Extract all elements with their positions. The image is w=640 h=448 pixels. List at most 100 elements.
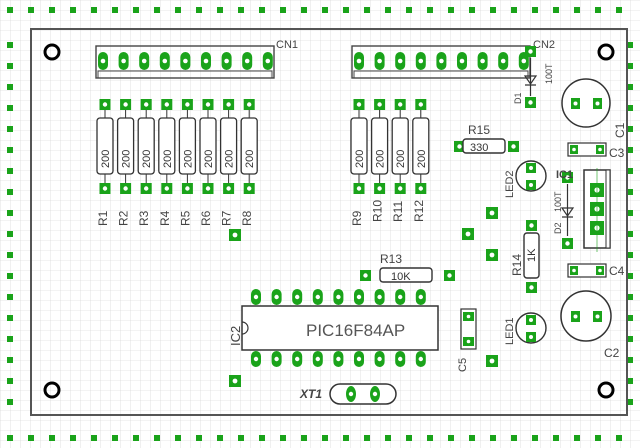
led-led2-pad-hole	[529, 183, 533, 187]
crystal-xt1-label: XT1	[299, 387, 322, 401]
resistor-r15-label: R15	[468, 123, 490, 137]
resistor-label: R2	[117, 210, 131, 226]
resistor-body	[137, 117, 155, 175]
resistor-pad-hole	[377, 102, 382, 107]
capacitor-c4[interactable]: C4	[567, 263, 625, 278]
crystal-xt1[interactable]: XT1	[299, 383, 397, 405]
capacitor-c1[interactable]: C1	[561, 78, 627, 138]
diode-d1[interactable]: 100T D1	[513, 46, 554, 108]
edge-pad-top	[196, 7, 202, 13]
edge-pad-bottom	[511, 435, 517, 441]
connector-pin-hole	[244, 58, 250, 64]
edge-pad-right	[627, 273, 633, 279]
edge-pad-left	[7, 273, 13, 279]
connector-pin-hole	[100, 58, 106, 64]
chip-pin-hole	[398, 294, 403, 300]
resistor-body	[96, 117, 114, 175]
edge-pad-top	[301, 7, 307, 13]
capacitor-c1-pad-hole	[573, 101, 578, 106]
resistor-pad-hole	[418, 102, 423, 107]
resistor-r14-pad-hole	[529, 285, 534, 290]
edge-pad-top	[574, 7, 580, 13]
edge-pad-bottom	[322, 435, 328, 441]
mounting-hole	[597, 381, 615, 399]
connector-cn2-label: CN2	[533, 39, 555, 51]
edge-pad-left	[7, 378, 13, 384]
resistor-pad-hole	[356, 186, 362, 191]
chip-pin-hole	[253, 356, 259, 362]
edge-pad-bottom	[7, 435, 13, 441]
edge-pad-top	[154, 7, 160, 13]
edge-pad-bottom	[112, 435, 118, 441]
capacitor-c2[interactable]: C2	[560, 290, 620, 360]
connector-cn1[interactable]: CN1	[95, 39, 298, 79]
edge-pad-right	[627, 189, 633, 195]
resistor-r13-value: 10K	[391, 271, 411, 283]
capacitor-c1-label: C1	[613, 122, 627, 138]
diode-d1-symbol	[523, 58, 538, 96]
edge-pad-bottom	[427, 435, 433, 441]
edge-pad-right	[627, 42, 633, 48]
capacitor-c3[interactable]: C3	[567, 142, 625, 160]
edge-pad-right	[627, 357, 633, 363]
diode-d2[interactable]: 100T D2	[553, 172, 575, 249]
chip-ic2[interactable]: PIC16F84AP IC2	[228, 289, 439, 367]
diode-d2-pad-hole	[565, 241, 570, 246]
edge-pad-bottom	[574, 435, 580, 441]
edge-pad-top	[469, 7, 475, 13]
edge-pad-right	[627, 294, 633, 300]
edge-pad-left	[7, 105, 13, 111]
crystal-xt1-pad-hole	[372, 391, 378, 397]
capacitor-c2-body	[560, 290, 612, 342]
edge-pad-bottom	[532, 435, 538, 441]
capacitor-c1-body	[561, 78, 611, 128]
edge-pad-bottom	[280, 435, 286, 441]
connector-cn1-label: CN1	[276, 39, 298, 51]
led-led2[interactable]: LED2	[504, 160, 547, 198]
edge-pad-bottom	[616, 435, 622, 441]
connector-cn1-pins	[98, 52, 273, 70]
edge-pad-top	[280, 7, 286, 13]
edge-pad-left	[7, 231, 13, 237]
connector-pin-hole	[141, 58, 147, 64]
edge-pad-bottom	[553, 435, 559, 441]
capacitor-c5[interactable]: C5	[457, 308, 477, 372]
resistor-pad-hole	[247, 102, 252, 107]
mounting-hole	[43, 381, 61, 399]
edge-pad-right	[627, 315, 633, 321]
resistor-r15[interactable]: R15 330	[454, 123, 519, 154]
resistor-pad-hole	[418, 186, 423, 191]
capacitor-c4-label: C4	[609, 264, 625, 278]
resistor-label: R12	[412, 200, 426, 222]
edge-pad-right	[627, 231, 633, 237]
led-led1[interactable]: LED1	[504, 312, 547, 345]
resistor-r14-label: R14	[510, 254, 524, 276]
resistor-r14[interactable]: 1K R14	[510, 220, 540, 293]
regulator-ic1[interactable]: IC1	[556, 168, 611, 252]
edge-pad-right	[627, 168, 633, 174]
mounting-holes	[43, 43, 615, 399]
resistor-value: 200	[354, 150, 366, 168]
diode-d1-label: D1	[513, 92, 523, 104]
resistor-r13[interactable]: R13 10K	[360, 252, 455, 283]
chip-pin-hole	[418, 294, 423, 300]
resistor-r14-pad-hole	[529, 223, 534, 228]
edge-pad-top	[553, 7, 559, 13]
edge-pad-top	[7, 7, 13, 13]
connector-cn2[interactable]: CN2	[351, 39, 555, 79]
resistor-label: R3	[137, 210, 151, 226]
edge-pad-right	[627, 147, 633, 153]
diode-d2-pad-hole	[565, 175, 570, 180]
resistor-pad-hole	[226, 186, 231, 191]
chip-pin-hole	[315, 294, 320, 300]
edge-pad-top	[427, 7, 433, 13]
edge-pad-bottom	[133, 435, 139, 441]
diode-d1-pad-hole	[528, 49, 533, 54]
jumper-pad-hole	[489, 252, 495, 258]
edge-pad-bottom	[385, 435, 391, 441]
edge-pad-top	[595, 7, 601, 13]
resistor-pad-hole	[164, 186, 169, 191]
resistor-body	[391, 117, 409, 175]
resistor-value: 200	[100, 150, 112, 168]
